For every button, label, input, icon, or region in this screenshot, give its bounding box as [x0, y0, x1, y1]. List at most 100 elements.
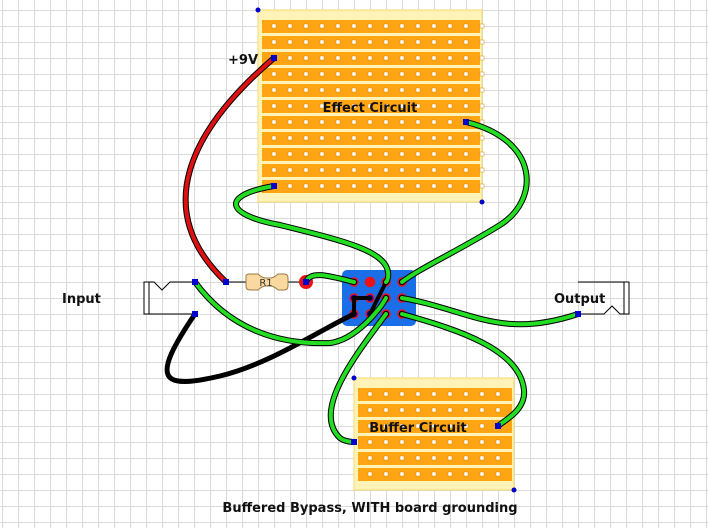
strip-hole [287, 103, 293, 109]
strip-hole [351, 167, 357, 173]
strip-hole [335, 151, 341, 157]
resistor-r1[interactable]: R1 [245, 273, 289, 291]
pad-output[interactable] [575, 311, 581, 317]
strip-hole [495, 471, 501, 477]
strip-hole [463, 391, 469, 397]
strip-hole [367, 23, 373, 29]
output-jack [578, 281, 630, 315]
strip-hole [335, 183, 341, 189]
strip-hole [399, 87, 405, 93]
buffer-board-corner-marker [351, 375, 357, 381]
strip-hole [447, 71, 453, 77]
buffer-circuit-label: Buffer Circuit [369, 421, 467, 436]
strip-hole [447, 391, 453, 397]
pad-r1-left[interactable] [223, 279, 229, 285]
strip-hole [479, 55, 485, 61]
strip-hole [431, 423, 437, 429]
strip-hole [383, 471, 389, 477]
strip-hole [383, 39, 389, 45]
strip-hole [383, 103, 389, 109]
strip-hole [351, 87, 357, 93]
strip-hole [479, 103, 485, 109]
wire-buffer-in[interactable] [328, 312, 388, 444]
pad-input-tip[interactable] [192, 279, 198, 285]
strip-hole [463, 471, 469, 477]
resistor-label: R1 [259, 278, 272, 289]
strip-hole [479, 39, 485, 45]
strip-hole [431, 103, 437, 109]
strip-hole [303, 167, 309, 173]
strip-hole [367, 439, 373, 445]
strip-hole [303, 103, 309, 109]
strip-hole [319, 135, 325, 141]
strip-hole [319, 87, 325, 93]
strip-hole [351, 55, 357, 61]
switch-lug[interactable] [364, 276, 376, 288]
strip-hole [463, 23, 469, 29]
strip-hole [367, 39, 373, 45]
strip-hole [319, 151, 325, 157]
pad-effect-out[interactable] [463, 119, 469, 125]
strip-hole [415, 455, 421, 461]
strip-hole [447, 471, 453, 477]
strip-hole [495, 439, 501, 445]
wire-buffer-out[interactable] [400, 312, 527, 428]
strip-hole [303, 55, 309, 61]
strip-hole [479, 23, 485, 29]
strip-hole [479, 167, 485, 173]
wire-effect-in[interactable] [234, 184, 391, 284]
strip-hole [367, 71, 373, 77]
strip-hole [431, 119, 437, 125]
effect-circuit-board [257, 9, 485, 203]
strip-hole [463, 71, 469, 77]
strip-hole [367, 183, 373, 189]
strip-hole [335, 71, 341, 77]
strip-hole [271, 119, 277, 125]
strip-hole [383, 183, 389, 189]
strip-hole [447, 39, 453, 45]
strip-hole [367, 135, 373, 141]
strip-hole [367, 471, 373, 477]
strip-hole [447, 135, 453, 141]
pad-effect-in[interactable] [271, 183, 277, 189]
strip-hole [271, 135, 277, 141]
pad-buffer-in[interactable] [351, 439, 357, 445]
strip-hole [383, 151, 389, 157]
pad-input-sleeve[interactable] [192, 311, 198, 317]
strip-hole [319, 55, 325, 61]
strip-hole [447, 439, 453, 445]
strip-hole [479, 87, 485, 93]
buffer-board-corner-marker [511, 487, 517, 493]
strip-hole [415, 471, 421, 477]
wire-input-to-switch[interactable] [193, 280, 388, 346]
wire-input-ground[interactable] [164, 311, 357, 384]
strip-hole [447, 167, 453, 173]
strip-hole [431, 151, 437, 157]
strip-hole [399, 167, 405, 173]
strip-hole [479, 471, 485, 477]
strip-hole [367, 151, 373, 157]
strip-hole [431, 39, 437, 45]
strip-hole [383, 119, 389, 125]
output-label: Output [554, 292, 605, 307]
strip-hole [431, 471, 437, 477]
wire-effect-out[interactable] [400, 120, 529, 284]
strip-hole [303, 39, 309, 45]
strip-hole [463, 183, 469, 189]
strip-hole [319, 183, 325, 189]
strip-hole [335, 55, 341, 61]
strip-hole [303, 135, 309, 141]
pad-9v[interactable] [271, 55, 277, 61]
wire-9v[interactable] [183, 56, 276, 284]
pad-buffer-out[interactable] [495, 423, 501, 429]
strip-hole [335, 103, 341, 109]
strip-hole [303, 183, 309, 189]
switch-jumper [368, 280, 388, 316]
strip-hole [415, 39, 421, 45]
strip-hole [383, 71, 389, 77]
strip-hole [415, 183, 421, 189]
pad-led[interactable] [303, 279, 309, 285]
strip-hole [399, 391, 405, 397]
wire-output[interactable] [400, 296, 580, 327]
strip-hole [383, 439, 389, 445]
